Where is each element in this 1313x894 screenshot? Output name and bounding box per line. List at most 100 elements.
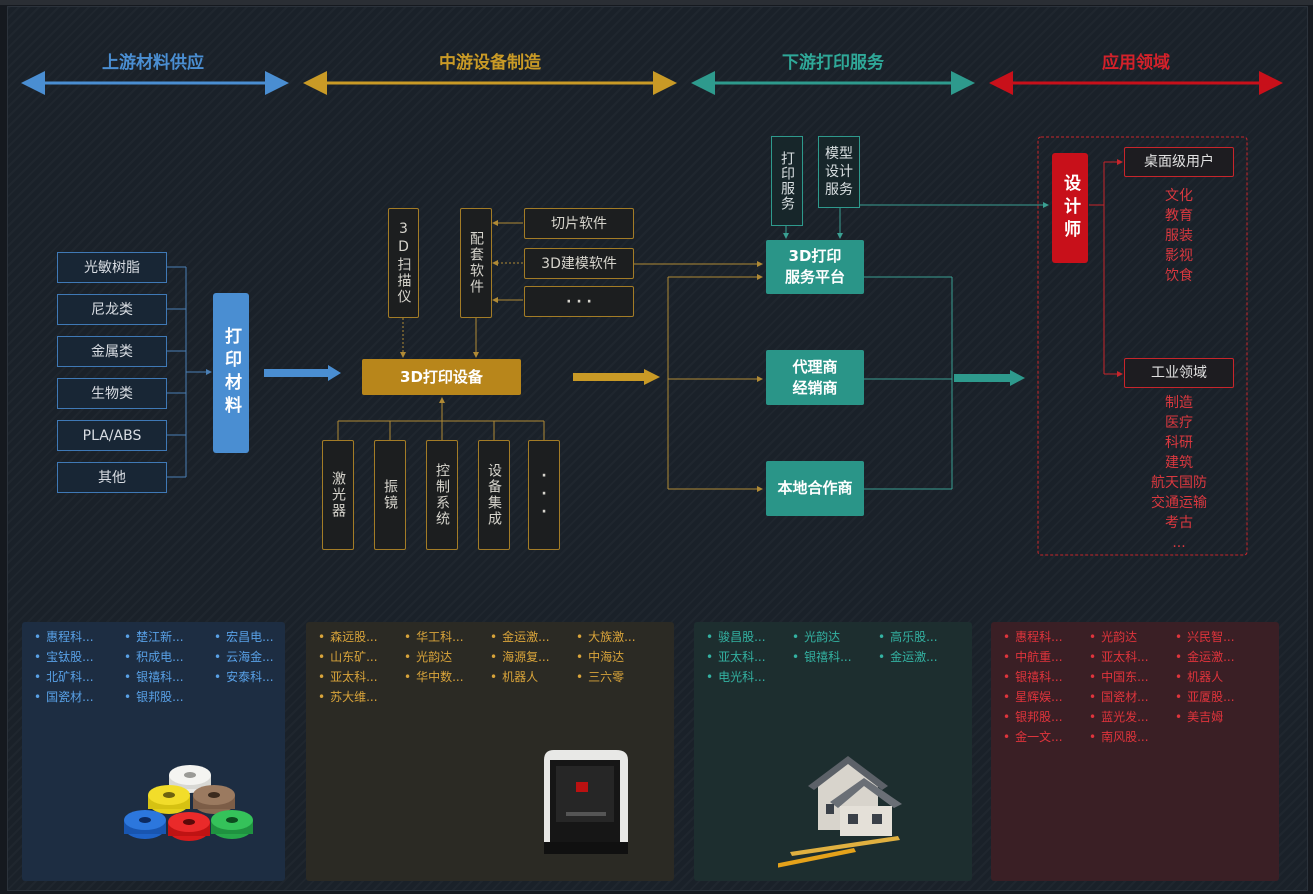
company-item: 机器人 <box>490 667 572 687</box>
midstream-company-list: 森远股...华工科...金运激...大族激... 山东矿...光韵达海源复...中… <box>318 627 658 707</box>
company-item: 电光科... <box>706 667 788 687</box>
desktop-field: 饮食 <box>1165 268 1193 284</box>
industry-field: 交通运输 <box>1151 495 1207 511</box>
company-item: 兴民智... <box>1175 627 1257 647</box>
company-item: 云海金... <box>214 647 285 667</box>
company-item: 金一文... <box>1003 727 1085 747</box>
company-item: 中航重... <box>1003 647 1085 667</box>
component-more: ··· <box>528 440 560 550</box>
company-item: 金运激... <box>1175 647 1257 667</box>
header-upstream: 上游材料供应 <box>102 53 204 73</box>
company-item: 海源复... <box>490 647 572 667</box>
material-item: PLA/ABS <box>57 420 167 451</box>
company-item: 大族激... <box>576 627 658 647</box>
company-item: 惠程科... <box>34 627 120 647</box>
window-top-bar <box>0 0 1313 5</box>
model-design-service-node: 模型设计服务 <box>818 136 860 208</box>
component-laser: 激光器 <box>322 440 354 550</box>
company-item: 光韵达 <box>792 627 874 647</box>
company-item: 蓝光发... <box>1089 707 1171 727</box>
industry-field: 制造 <box>1165 395 1193 411</box>
company-item: 星辉娱... <box>1003 687 1085 707</box>
company-item: 宝钛股... <box>34 647 120 667</box>
material-item: 生物类 <box>57 378 167 409</box>
industry-field: 考古 <box>1165 515 1193 531</box>
company-item: 光韵达 <box>404 647 486 667</box>
company-item: 森远股... <box>318 627 400 647</box>
material-item: 其他 <box>57 462 167 493</box>
house-model-icon <box>778 756 902 868</box>
company-item: 中海达 <box>576 647 658 667</box>
company-item: 亚太科... <box>318 667 400 687</box>
company-item: 安泰科... <box>214 667 285 687</box>
company-item: 亚厦股... <box>1175 687 1257 707</box>
company-item: 华工科... <box>404 627 486 647</box>
component-control: 控制系统 <box>426 440 458 550</box>
filament-spools-icon <box>124 765 253 841</box>
industrial-field-node: 工业领域 <box>1124 358 1234 388</box>
company-item: 高乐股... <box>878 627 960 647</box>
industrial-fields-list: 制造 医疗 科研 建筑 航天国防 交通运输 考古 ... <box>1124 393 1234 553</box>
company-item: 银禧科... <box>124 667 210 687</box>
application-company-list: 惠程科...光韵达兴民智... 中航重...亚太科...金运激... 银禧科...中… <box>1003 627 1263 747</box>
desktop-field: 教育 <box>1165 208 1193 224</box>
printer-device-node: 3D打印设备 <box>362 359 521 395</box>
desktop-field: 服装 <box>1165 228 1193 244</box>
company-item: 中国东... <box>1089 667 1171 687</box>
printing-materials-node: 打印材料 <box>213 293 249 453</box>
industry-field: 航天国防 <box>1151 475 1207 491</box>
midstream-company-panel: 森远股...华工科...金运激...大族激... 山东矿...光韵达海源复...中… <box>306 622 674 881</box>
desktop-field: 文化 <box>1165 188 1193 204</box>
3d-printer-icon <box>544 750 628 854</box>
company-item: 银邦股... <box>124 687 210 707</box>
company-item: 亚太科... <box>1089 647 1171 667</box>
material-item: 光敏树脂 <box>57 252 167 283</box>
component-galvanometer: 振镜 <box>374 440 406 550</box>
local-partner-node: 本地合作商 <box>766 461 864 516</box>
designer-node: 设计师 <box>1052 153 1088 263</box>
material-item: 尼龙类 <box>57 294 167 325</box>
software-slicing: 切片软件 <box>524 208 634 239</box>
industry-field: 建筑 <box>1165 455 1193 471</box>
company-item: 银禧科... <box>792 647 874 667</box>
scanner-node: 3D扫描仪 <box>388 208 419 318</box>
application-company-panel: 惠程科...光韵达兴民智... 中航重...亚太科...金运激... 银禧科...中… <box>991 622 1279 881</box>
company-item: 亚太科... <box>706 647 788 667</box>
company-item: 三六零 <box>576 667 658 687</box>
material-item: 金属类 <box>57 336 167 367</box>
industry-field: 科研 <box>1165 435 1193 451</box>
software-modeling: 3D建模软件 <box>524 248 634 279</box>
software-more: · · · <box>524 286 634 317</box>
company-item: 金运激... <box>878 647 960 667</box>
company-item: 南风股... <box>1089 727 1171 747</box>
desktop-field: 影视 <box>1165 248 1193 264</box>
component-integration: 设备集成 <box>478 440 510 550</box>
agent-distributor-node: 代理商经销商 <box>766 350 864 405</box>
company-item: 山东矿... <box>318 647 400 667</box>
company-item: 银邦股... <box>1003 707 1085 727</box>
company-item: 北矿科... <box>34 667 120 687</box>
software-node: 配套软件 <box>460 208 492 318</box>
company-item: 金运激... <box>490 627 572 647</box>
desktop-fields-list: 文化 教育 服装 影视 饮食 <box>1124 186 1234 286</box>
company-item: 惠程科... <box>1003 627 1085 647</box>
header-application: 应用领域 <box>1102 53 1170 73</box>
company-item: 光韵达 <box>1089 627 1171 647</box>
industry-field: ... <box>1172 535 1186 551</box>
desktop-users-node: 桌面级用户 <box>1124 147 1234 177</box>
company-item: 骏昌股... <box>706 627 788 647</box>
company-item: 机器人 <box>1175 667 1257 687</box>
company-item: 楚江新... <box>124 627 210 647</box>
company-item: 积成电... <box>124 647 210 667</box>
company-item: 美吉姆 <box>1175 707 1257 727</box>
company-item: 苏大维... <box>318 687 400 707</box>
upstream-company-list: 惠程科...楚江新...宏昌电...宝钛股...积成电...云海金...北矿科.… <box>34 627 285 707</box>
company-item: 银禧科... <box>1003 667 1085 687</box>
company-item: 国瓷材... <box>1089 687 1171 707</box>
company-item: 国瓷材... <box>34 687 120 707</box>
service-platform-node: 3D打印服务平台 <box>766 240 864 294</box>
downstream-company-panel: 骏昌股...光韵达高乐股... 亚太科...银禧科...金运激... 电光科... <box>694 622 972 881</box>
header-downstream: 下游打印服务 <box>782 53 884 73</box>
header-midstream: 中游设备制造 <box>439 53 541 73</box>
